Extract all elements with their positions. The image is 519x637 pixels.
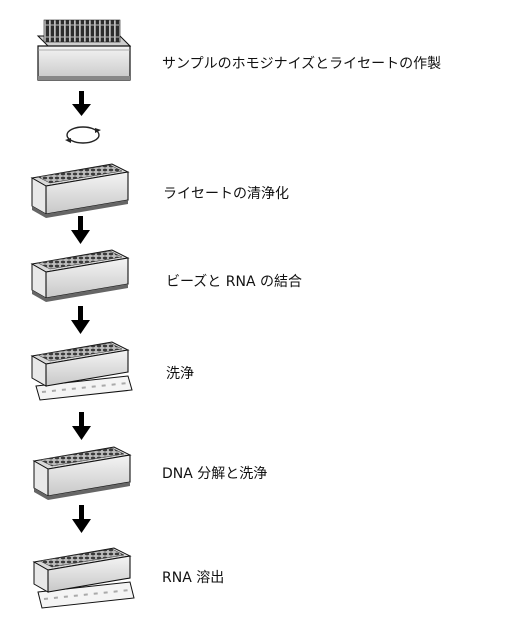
tube-rack-icon [36,19,132,81]
arrow-icon [72,412,91,440]
plate-icon [30,249,130,302]
arrow-icon [71,216,90,244]
step-label-lysate: サンプルのホモジナイズとライセートの作製 [162,56,442,72]
step-label-elution: RNA 溶出 [162,570,225,586]
step-label-wash: 洗浄 [166,366,194,382]
rotate-icon [65,126,101,144]
plate-icon [30,163,130,218]
arrow-icon [72,91,91,116]
arrow-icon [72,505,91,533]
step-label-dnase: DNA 分解と洗浄 [162,466,268,482]
plate-on-magnet-icon [30,341,133,401]
step-label-binding: ビーズと RNA の結合 [166,274,302,290]
arrow-icon [71,306,90,334]
plate-icon [32,446,132,500]
step-label-clarification: ライセートの清浄化 [163,186,289,202]
plate-on-magnet-icon [32,547,135,609]
